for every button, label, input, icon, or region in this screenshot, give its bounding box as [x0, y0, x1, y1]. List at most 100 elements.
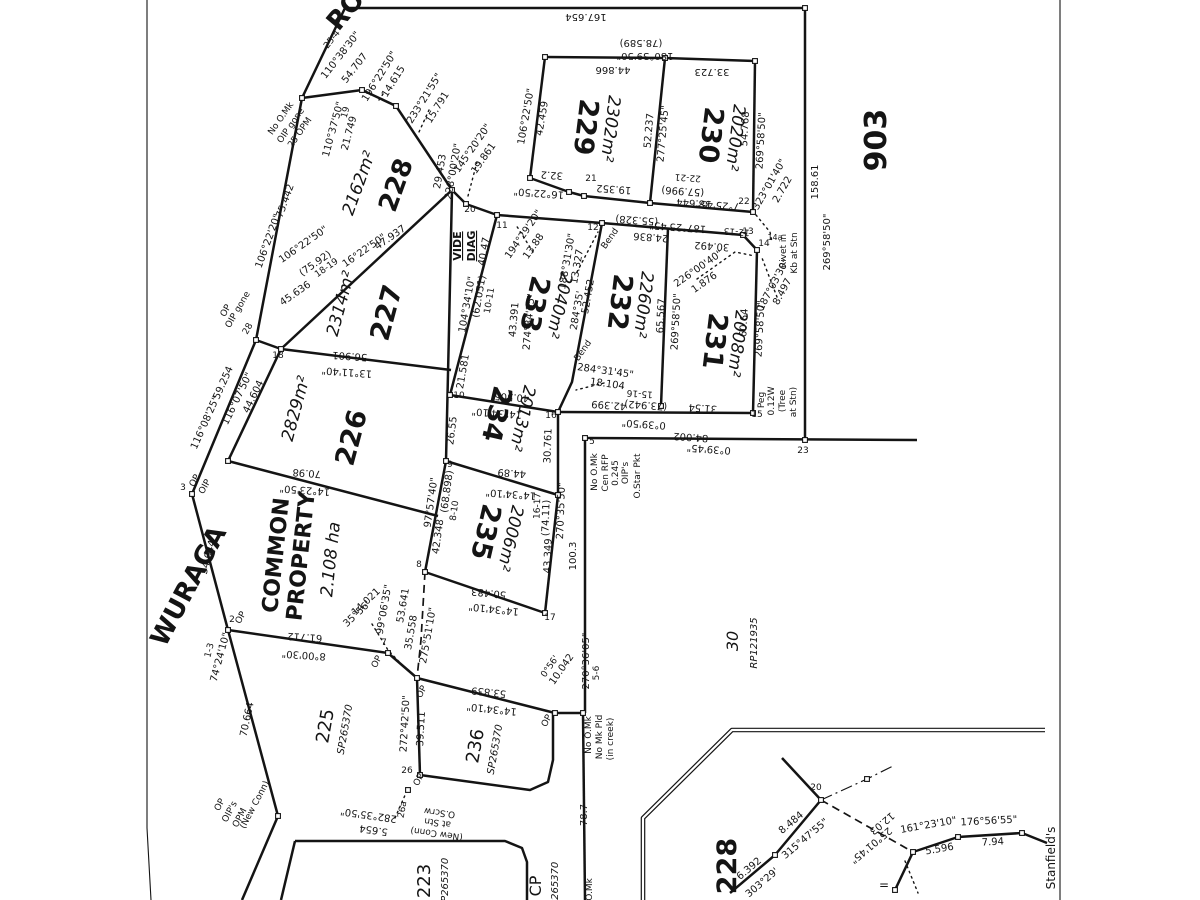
- thick-boundary-line: [423, 460, 448, 573]
- bearing-distance-label: 65.567: [655, 298, 668, 334]
- dashed-boundary-line: [416, 571, 426, 679]
- bearing-distance-label: 8°00'30": [281, 647, 326, 661]
- bearing-distance-label: 60.64: [738, 308, 750, 337]
- bearing-distance-label: 1-3: [203, 642, 216, 659]
- bearing-distance-label: 10-11: [483, 287, 497, 314]
- bearing-distance-label: 39.511: [415, 711, 428, 747]
- bearing-distance-label: (Tree: [778, 389, 788, 412]
- thick-boundary-line: [415, 677, 422, 776]
- survey-point-marker: [802, 437, 808, 443]
- survey-point-marker: [555, 492, 561, 498]
- bearing-distance-label: 44.89: [497, 466, 526, 479]
- thick-boundary-line: [912, 831, 1048, 854]
- thick-boundary-line: [449, 393, 559, 414]
- dotted-boundary-line: [515, 224, 534, 253]
- bearing-distance-label: O.Scrw: [424, 805, 456, 819]
- lot-or-name-label: 232: [601, 272, 639, 332]
- thick-boundary-line: [751, 249, 759, 414]
- survey-point-marker: [443, 458, 449, 464]
- bearing-distance-label: 26: [401, 766, 413, 776]
- survey-point-marker: [278, 346, 284, 352]
- survey-point-marker: [772, 852, 778, 858]
- bearing-distance-label: 26.55: [445, 416, 459, 446]
- dotted-boundary-line: [418, 109, 430, 133]
- bearing-distance-label: 0°39'45": [686, 441, 731, 455]
- bearing-distance-label: Kb at Stn: [790, 232, 800, 273]
- survey-point-marker: [414, 675, 420, 681]
- survey-point-marker: [463, 201, 469, 207]
- bearing-distance-label: 44.866: [596, 64, 631, 75]
- survey-point-marker: [752, 58, 758, 64]
- thin-boundary-line: [146, 0, 152, 900]
- bearing-distance-label: 269°58'50": [755, 112, 769, 169]
- bearing-distance-label: 20: [810, 783, 822, 793]
- bearing-distance-label: 270°35'50": [555, 482, 568, 539]
- bearing-distance-label: at Stn): [789, 387, 799, 417]
- bearing-distance-label: 2: [229, 615, 235, 625]
- bearing-distance-label: 180°39'50": [617, 50, 674, 61]
- bearing-distance-label: 5: [589, 437, 595, 447]
- bearing-distance-label: 0°39'50": [621, 416, 666, 430]
- thick-boundary-line: [581, 712, 587, 900]
- bearing-distance-label: 13°11'40": [321, 364, 372, 378]
- survey-point-marker: [359, 87, 365, 93]
- thick-boundary-line: [556, 222, 604, 413]
- bearing-distance-label: 10: [453, 391, 465, 401]
- bearing-distance-label: SP265370: [550, 862, 561, 900]
- bearing-distance-label: 42.348: [431, 519, 447, 555]
- bearing-distance-label: 40.47: [477, 237, 493, 267]
- bearing-distance-label: 5.654: [359, 822, 389, 837]
- bearing-distance-label: 50.483: [471, 585, 507, 600]
- survey-point-marker: [552, 710, 558, 716]
- bearing-distance-label: 167.654: [565, 11, 606, 22]
- thick-boundary-line: [649, 201, 754, 214]
- bearing-distance-label: No Mk Pld: [595, 715, 605, 760]
- bearing-distance-label: OIP's: [621, 462, 631, 485]
- survey-point-marker: [494, 212, 500, 218]
- dotted-boundary-line: [371, 623, 406, 669]
- thick-boundary-line: [445, 459, 559, 497]
- bearing-distance-label: (in creek): [606, 718, 616, 761]
- survey-point-marker: [750, 209, 756, 215]
- survey-point-marker: [422, 569, 428, 575]
- bearing-distance-label: 0.245: [611, 460, 621, 486]
- lot-or-name-label: 228: [712, 838, 743, 894]
- thick-boundary-line: [419, 713, 555, 792]
- bearing-distance-label: 56.901: [332, 349, 368, 362]
- bearing-distance-label: 14°34'10": [485, 486, 536, 500]
- survey-point-marker: [253, 337, 259, 343]
- dotted-boundary-line: [755, 214, 773, 243]
- bearing-distance-label: 14°34'10": [466, 700, 517, 716]
- bearing-distance-label: 12: [587, 223, 598, 233]
- bearing-distance-label: (74.11): [540, 499, 552, 536]
- lot-or-name-label: CP: [526, 875, 545, 896]
- bearing-distance-label: 274°34'35": [522, 293, 538, 351]
- survey-point-marker: [647, 200, 653, 206]
- survey-point-marker: [225, 627, 231, 633]
- bearing-distance-label: 19: [340, 105, 353, 119]
- bearing-distance-label: 53.839: [471, 684, 507, 699]
- bearing-distance-label: 70.98: [292, 466, 321, 479]
- bearing-distance-label: (57.996): [661, 184, 705, 198]
- survey-point-marker: [225, 458, 231, 464]
- bearing-distance-label: 176°56'55": [960, 815, 1017, 829]
- lot-or-name-label: 231: [696, 311, 734, 371]
- bearing-distance-label: 100.3: [568, 542, 579, 571]
- bearing-distance-label: at Stn: [424, 815, 452, 829]
- bearing-distance-label: 16: [545, 411, 557, 421]
- thick-boundary-line: [543, 494, 560, 614]
- bearing-distance-label: 14°34'10": [471, 405, 522, 419]
- bearing-distance-label: 3: [180, 483, 186, 493]
- bearing-distance-label: 33.723: [695, 66, 730, 77]
- thick-boundary-line: [557, 410, 754, 415]
- bearing-distance-label: 21: [585, 174, 596, 184]
- bearing-distance-label: 5.596: [925, 842, 955, 858]
- lot-or-name-label: 30: [723, 631, 742, 651]
- thick-boundary-line: [280, 347, 452, 372]
- thick-boundary-line: [295, 839, 529, 900]
- dotted-boundary-line: [761, 257, 778, 298]
- bearing-distance-label: 14a: [767, 233, 782, 242]
- lot-or-name-label: 223: [414, 864, 435, 898]
- bearing-distance-label: 187°25'45": [649, 219, 707, 234]
